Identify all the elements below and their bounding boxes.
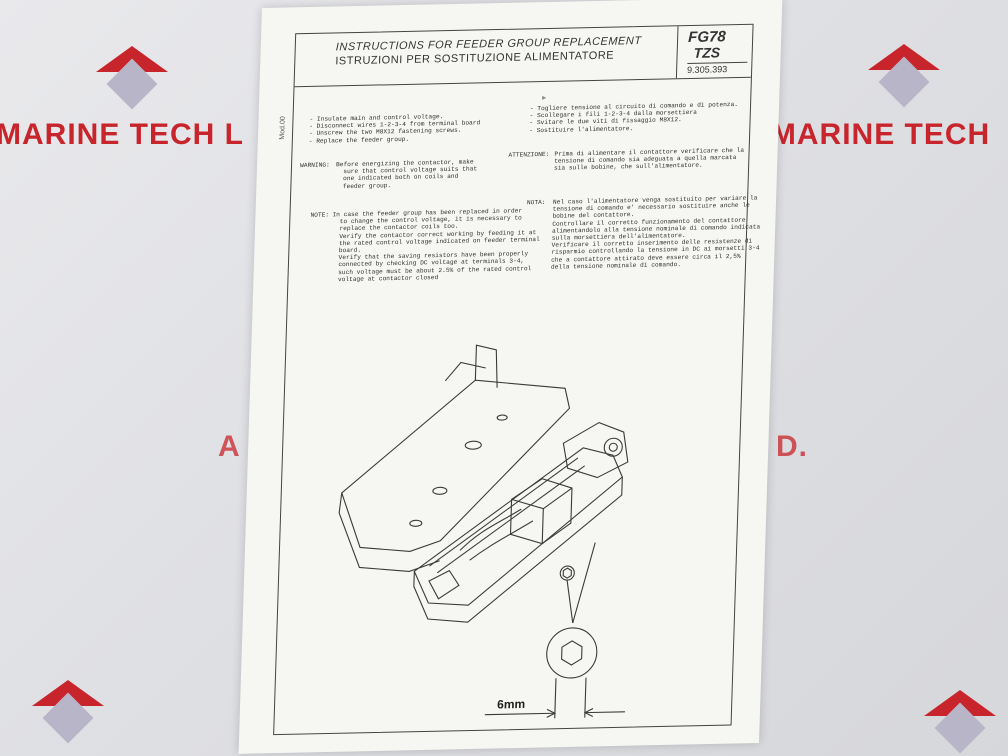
plate-tab [444, 361, 486, 382]
coil-assembly [562, 421, 629, 479]
small-tick-mark: ▸ [542, 92, 547, 103]
terminal-block-front [541, 508, 544, 544]
code-box: FG78 TZS 9.305.393 [675, 24, 753, 79]
watermark-fragment-right: D. [776, 430, 808, 463]
callout-line [566, 580, 574, 624]
steps-italian: - Togliere tensione al circuito di coman… [529, 100, 739, 134]
watermark-logo-bottom-right [924, 690, 996, 754]
attenzione-text: Prima di alimentare il contattore verifi… [553, 146, 745, 173]
dimension-label: 6mm [496, 696, 526, 712]
feeder-group-drawing [338, 344, 629, 719]
mounting-plate [341, 379, 571, 552]
plate-bracket [474, 344, 498, 388]
plate-hole [496, 414, 508, 421]
side-model-code: Mod.00 [279, 116, 287, 140]
instruction-sheet: INSTRUCTIONS FOR FEEDER GROUP REPLACEMEN… [238, 0, 783, 754]
feeder-base-side [413, 477, 623, 623]
coil-knob [603, 437, 623, 457]
note-label: NOTE: [310, 211, 330, 219]
watermark-brand-right: A MARINE TECH [740, 118, 991, 151]
plate-side [338, 492, 440, 572]
screw-detail-circle [546, 627, 598, 679]
watermark-brand-left: MARINE TECH L [0, 118, 244, 151]
screw-detail-line [584, 677, 587, 718]
watermark-logo-top-left [96, 46, 168, 110]
coil-knob-inner [608, 442, 618, 452]
nota-text: Nel caso l'alimentatore venga sostituito… [550, 194, 761, 271]
watermark-logo-bottom-left [32, 680, 104, 744]
warning-text: Before energizing the contactor, make su… [335, 158, 478, 190]
sheet-header: INSTRUCTIONS FOR FEEDER GROUP REPLACEMEN… [294, 24, 753, 88]
feeder-base [413, 447, 623, 606]
product-subcode: TZS [693, 44, 721, 61]
document-number: 9.305.393 [686, 61, 748, 76]
plate-hole [464, 440, 482, 450]
left-connector [428, 569, 460, 600]
screw-detail-line [554, 678, 557, 719]
watermark-fragment-left: A [218, 430, 241, 463]
screw-hex [562, 567, 572, 579]
screw-detail-hex [561, 640, 583, 666]
dimension-line [584, 711, 625, 714]
dimension-arrow [583, 707, 594, 717]
terminal-block [509, 478, 573, 545]
plate-hole [409, 519, 423, 527]
callout-arrow [572, 542, 596, 624]
watermark-logo-top-right [868, 44, 940, 108]
attenzione-label: ATTENZIONE: [508, 150, 550, 159]
sheet-frame: INSTRUCTIONS FOR FEEDER GROUP REPLACEMEN… [273, 23, 760, 736]
dimension-line [484, 712, 555, 716]
nota-label: NOTA: [526, 198, 546, 207]
steps-english: - Insulate main and control voltage. - D… [308, 113, 481, 145]
note-text: In case the feeder group has been replac… [330, 207, 540, 284]
warning-label: WARNING: [299, 161, 330, 170]
wire [459, 508, 522, 551]
plate-hole [432, 486, 448, 495]
feeder-rail [429, 457, 579, 567]
wire [469, 520, 534, 561]
dimension-arrow [546, 708, 557, 718]
terminal-block-top [511, 487, 573, 510]
